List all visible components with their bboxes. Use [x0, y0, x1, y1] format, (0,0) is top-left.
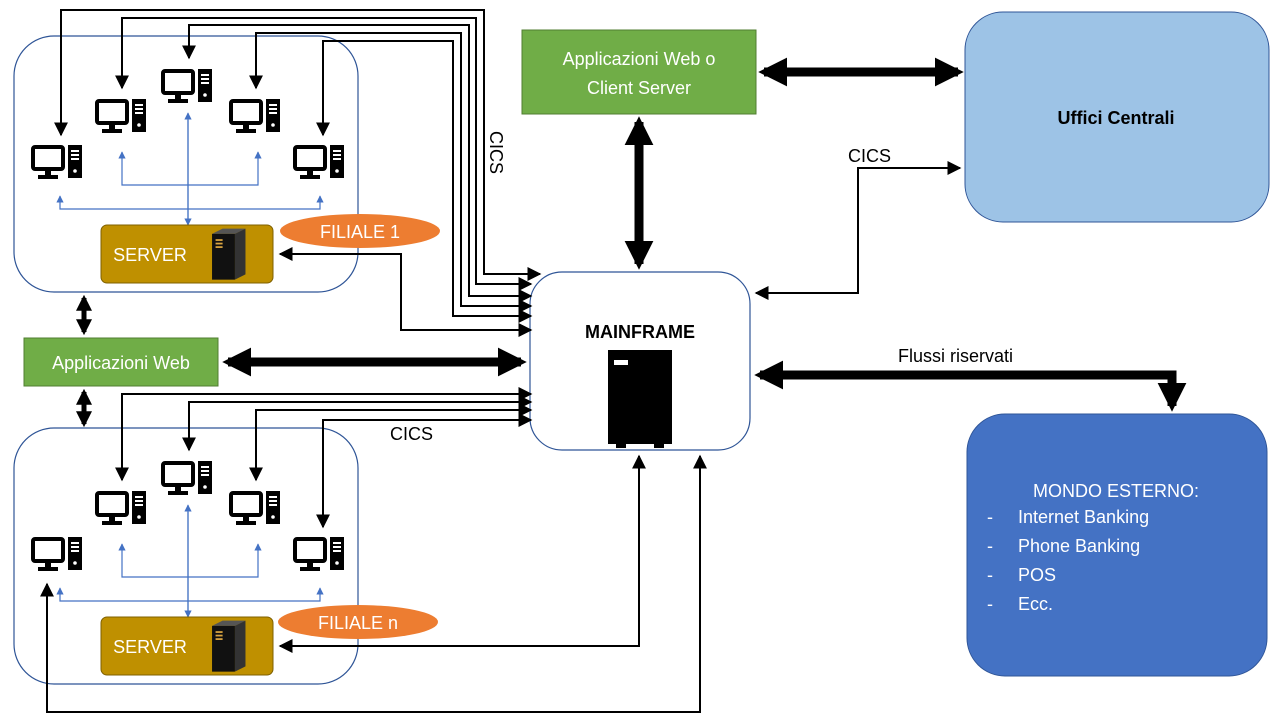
external-item-bullet: - [987, 594, 993, 614]
external-item-bullet: - [987, 507, 993, 527]
server-icon [212, 620, 246, 672]
branch-1-server-label: SERVER [113, 245, 187, 265]
reserved-flows-link [754, 360, 1187, 412]
cics-bottom-label: CICS [390, 424, 433, 444]
external-item-text: POS [1018, 565, 1056, 585]
cics-link [40, 454, 707, 713]
external-item-bullet: - [987, 565, 993, 585]
external-world-list: - Internet Banking - Phone Banking - POS… [987, 507, 1149, 614]
mainframe-icon [608, 350, 672, 448]
thick-connectors [222, 57, 1187, 412]
external-world-box [966, 413, 1268, 677]
external-item-text: Internet Banking [1018, 507, 1149, 527]
central-offices-box [964, 11, 1270, 223]
web-client-app-box [521, 29, 757, 115]
central-offices-label: Uffici Centrali [1057, 108, 1174, 128]
reserved-flows-label: Flussi riservati [898, 346, 1013, 366]
branch-1-tag-label: FILIALE 1 [320, 222, 400, 242]
external-item-text: Ecc. [1018, 594, 1053, 614]
cics-central-link [754, 161, 962, 300]
server-icon [212, 228, 246, 280]
mainframe-label: MAINFRAME [585, 322, 695, 342]
cics-link [182, 395, 533, 452]
cics-central-label: CICS [848, 146, 891, 166]
branch-n-tag-label: FILIALE n [318, 613, 398, 633]
cics-link [278, 247, 533, 337]
web-app-box [23, 337, 219, 387]
web-client-app-label-line2: Client Server [587, 78, 691, 98]
web-client-app-label-line1: Applicazioni Web o [563, 49, 716, 69]
cics-link [115, 387, 533, 482]
external-item-text: Phone Banking [1018, 536, 1140, 556]
cics-top-label: CICS [486, 131, 506, 174]
external-item-bullet: - [987, 536, 993, 556]
cics-connectors [40, 9, 962, 713]
web-app-label: Applicazioni Web [52, 353, 190, 373]
external-world-title: MONDO ESTERNO: [1033, 481, 1199, 501]
branch-n-server-label: SERVER [113, 637, 187, 657]
